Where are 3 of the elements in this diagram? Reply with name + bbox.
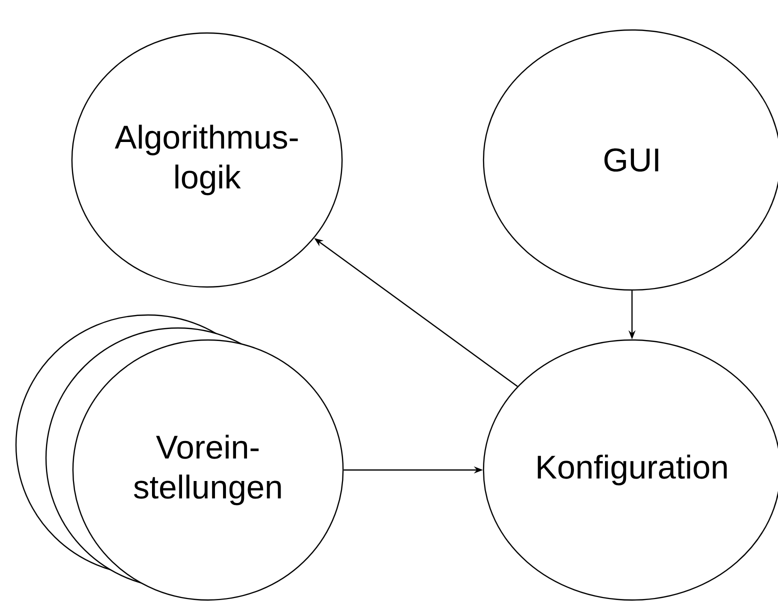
node-label: Vorein- stellungen — [134, 434, 281, 506]
ellipse-node: Algorithmus- logik — [71, 32, 343, 288]
stacked-ellipse-node: Vorein- stellungen — [15, 314, 344, 601]
